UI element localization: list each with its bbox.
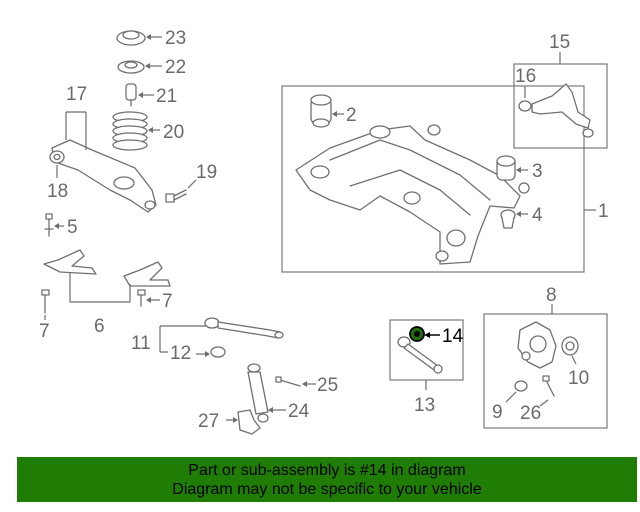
callout-20: 20 [163, 122, 184, 143]
callout-13: 13 [414, 395, 435, 416]
callout-16: 16 [515, 66, 536, 87]
part-9-bushing[interactable] [505, 380, 528, 403]
part-12-bushing[interactable] [160, 346, 226, 358]
callout-9: 9 [492, 402, 503, 423]
part-14-bushing[interactable] [409, 326, 440, 342]
callout-4: 4 [532, 205, 543, 226]
banner-line-disclaimer: Diagram may not be specific to your vehi… [172, 481, 482, 498]
part-6-brackets[interactable] [43, 249, 171, 303]
part-7-bolt-a[interactable] [41, 289, 50, 320]
part-4-bushing[interactable] [500, 209, 528, 229]
part-20-coil-spring[interactable] [112, 111, 160, 151]
callout-26: 26 [520, 403, 541, 424]
callout-12: 12 [170, 343, 191, 364]
toe-link-arm [397, 336, 443, 374]
part-18-bushing[interactable] [49, 150, 65, 178]
info-banner: Part or sub-assembly is #14 in diagram D… [17, 457, 637, 502]
part-2-bushing[interactable] [310, 94, 344, 128]
callout-6: 6 [94, 316, 105, 337]
callout-27: 27 [198, 411, 219, 432]
part-11-lateral-link[interactable] [159, 317, 284, 352]
part-17-trailing-arm[interactable] [51, 111, 157, 213]
part-16-bushing[interactable] [518, 86, 532, 112]
crossmember-group-frame [281, 85, 596, 273]
callout-23: 23 [165, 28, 186, 49]
callout-17: 17 [66, 84, 87, 105]
part-24-shock-absorber[interactable] [247, 363, 286, 423]
callout-5: 5 [67, 217, 78, 238]
part-7-bolt-b[interactable] [137, 289, 160, 307]
banner-line-part-info: Part or sub-assembly is #14 in diagram [188, 462, 466, 479]
callout-3: 3 [532, 161, 543, 182]
callout-14: 14 [442, 326, 464, 347]
part-3-bushing[interactable] [496, 155, 530, 194]
upper-arm-group-frame [513, 52, 608, 149]
knuckle-part [517, 321, 557, 369]
part-25-bolt[interactable] [275, 376, 316, 387]
callout-18: 18 [47, 181, 68, 202]
callout-24: 24 [288, 401, 310, 422]
part-5-bolt[interactable] [44, 213, 64, 237]
callout-22: 22 [165, 57, 186, 78]
callout-7b: 7 [162, 291, 173, 312]
suspension-parts-diagram: 23 22 21 20 17 18 [39, 28, 609, 435]
part-10-bushing[interactable] [561, 336, 579, 365]
callout-8: 8 [546, 285, 557, 306]
knuckle-group-frame [483, 304, 608, 429]
toe-link-group-frame [389, 319, 464, 390]
callout-1: 1 [598, 201, 609, 222]
part-26-bolt[interactable] [539, 375, 555, 407]
part-1-crossmember[interactable] [295, 125, 521, 265]
upper-control-arm [531, 83, 594, 138]
callout-11: 11 [131, 333, 151, 354]
callout-21: 21 [156, 86, 177, 107]
part-21-bump-stop[interactable] [125, 83, 154, 107]
callout-15: 15 [549, 32, 570, 53]
crossmember-small-bushing [427, 124, 441, 136]
part-27-bracket[interactable] [226, 409, 261, 435]
callout-25: 25 [317, 375, 338, 396]
part-19-bolt[interactable] [165, 179, 197, 203]
callout-10: 10 [568, 368, 589, 389]
callout-19: 19 [196, 162, 217, 183]
callout-7a: 7 [39, 321, 50, 342]
part-23-spring-seat[interactable] [116, 30, 162, 46]
callout-2: 2 [346, 105, 357, 126]
part-22-spring-pad[interactable] [117, 60, 162, 74]
